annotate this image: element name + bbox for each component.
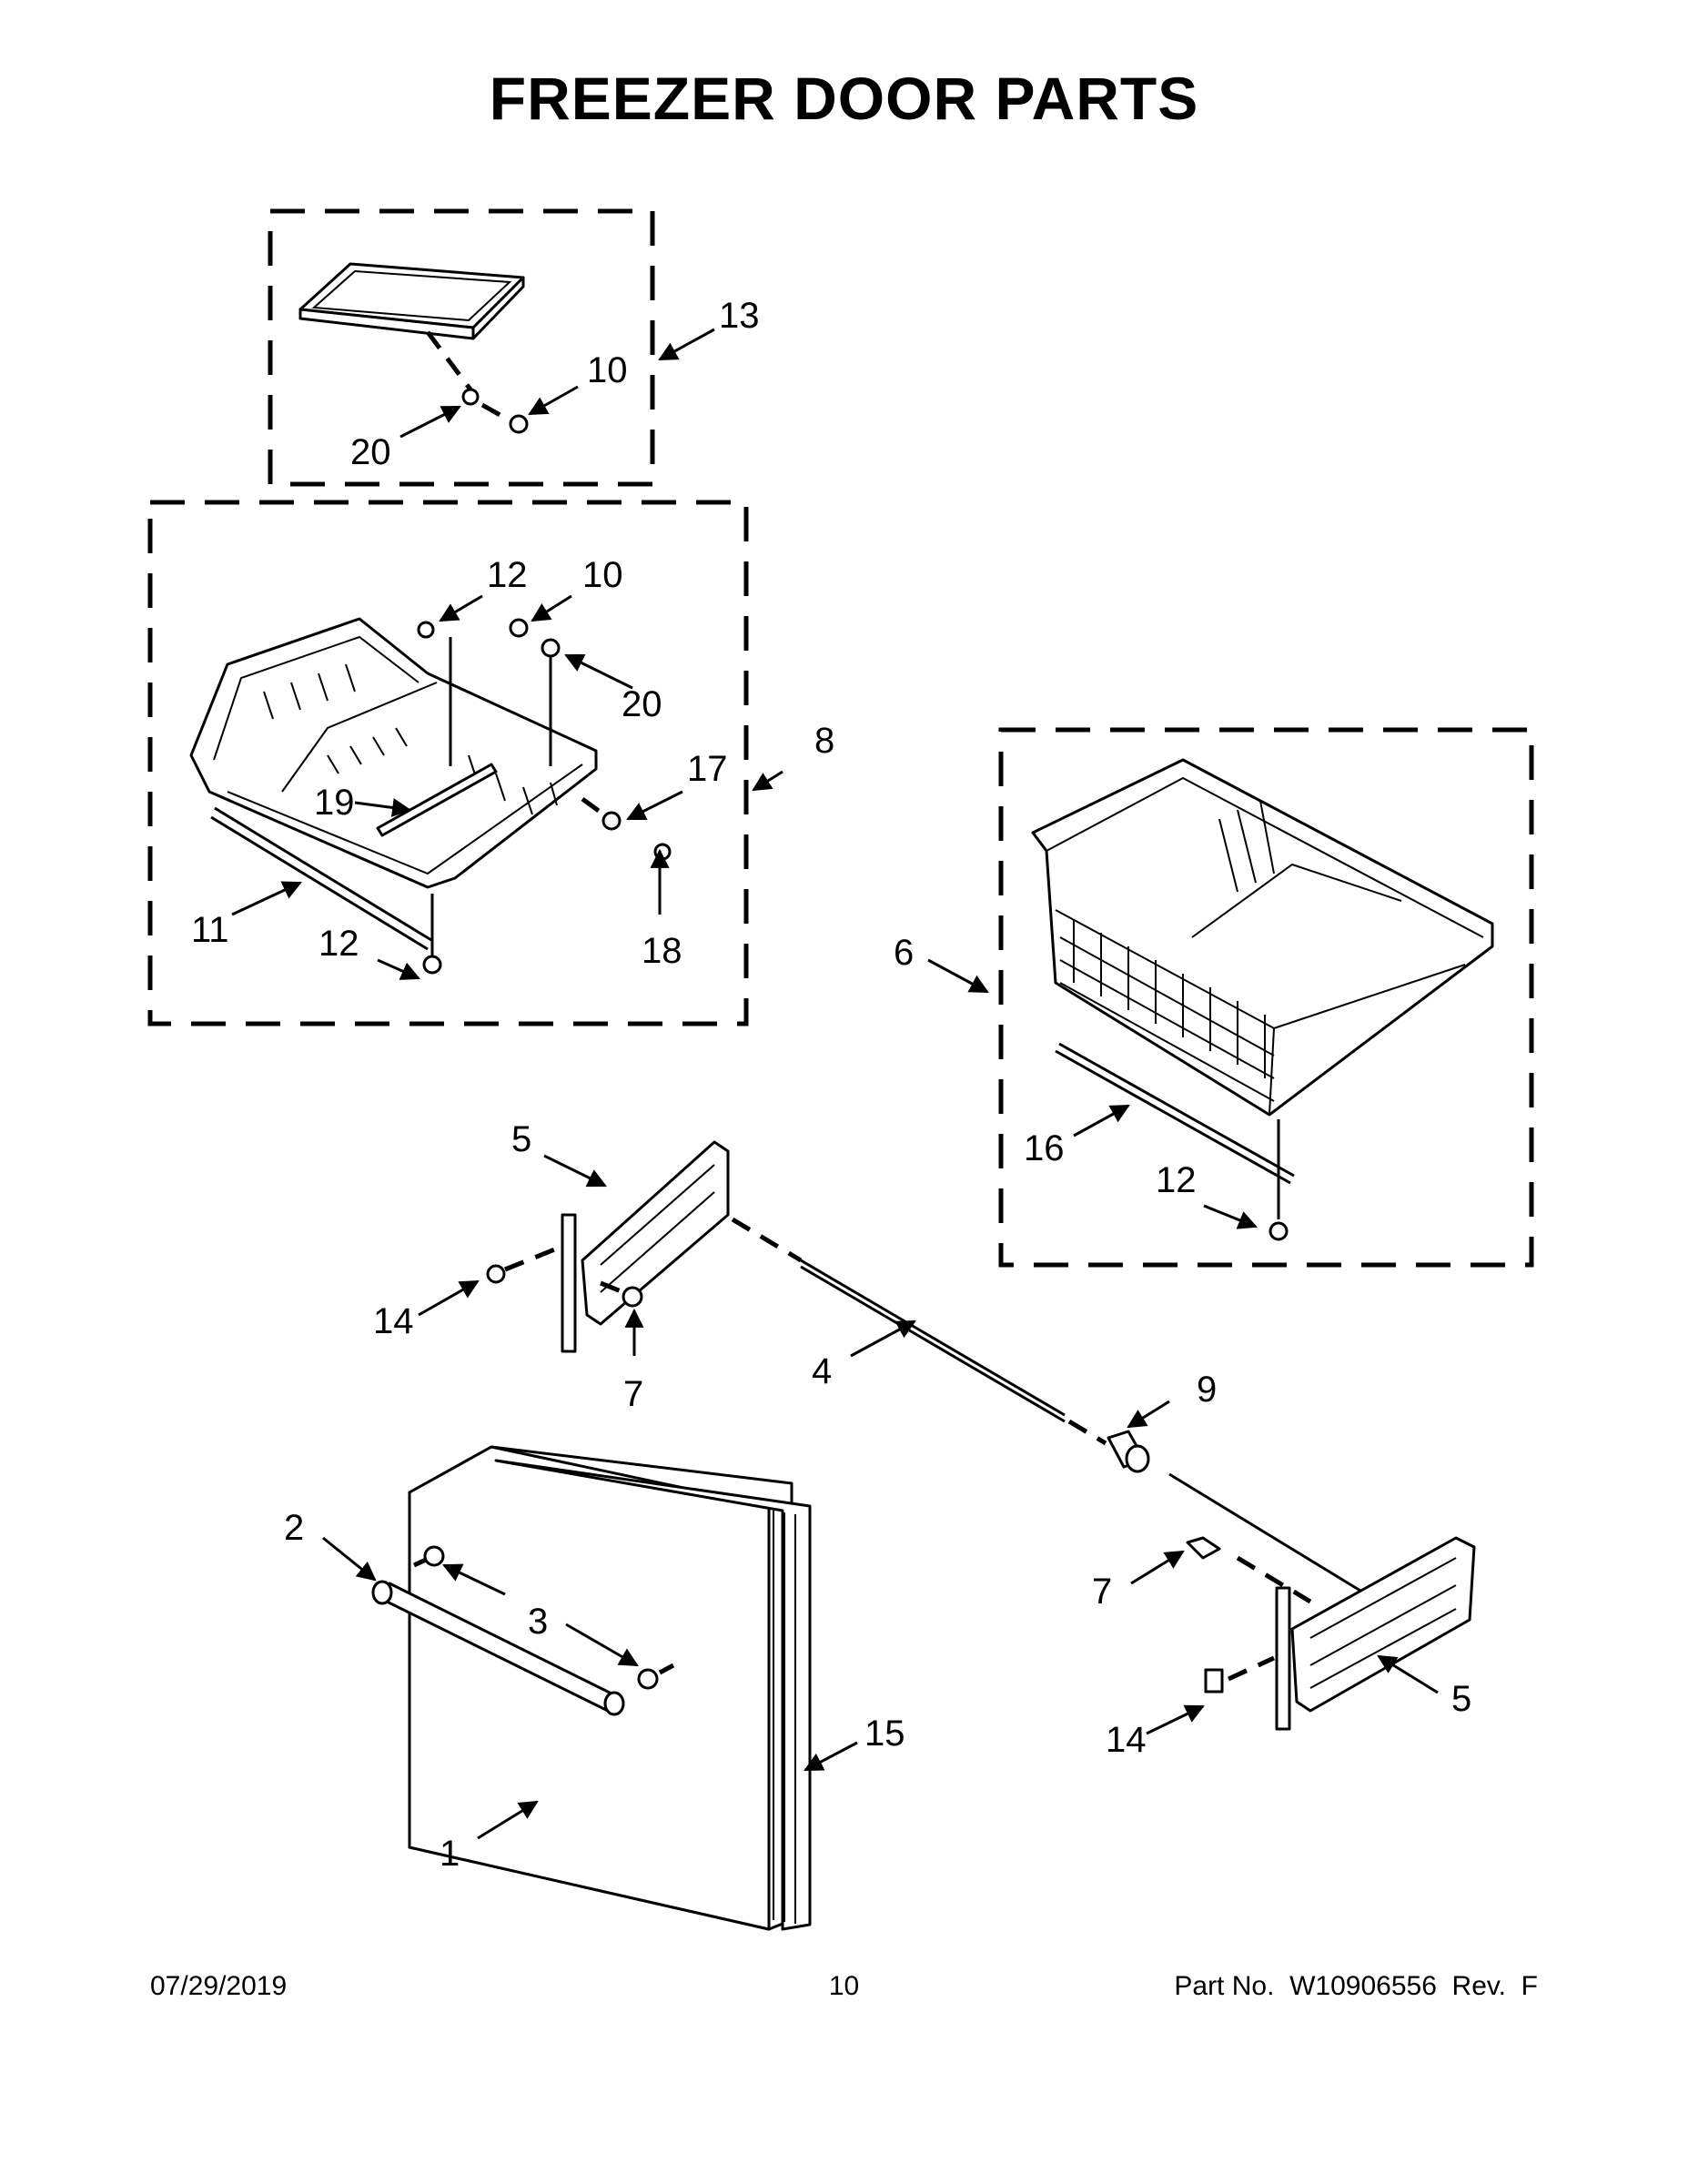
callout-19: 19 bbox=[314, 783, 355, 823]
callout-12: 12 bbox=[318, 924, 359, 964]
upper-basket-part bbox=[189, 617, 672, 975]
callout-6: 6 bbox=[894, 933, 914, 973]
callout-14: 14 bbox=[1106, 1720, 1147, 1760]
assembly-box-6 bbox=[998, 727, 1534, 1268]
callout-14: 14 bbox=[373, 1301, 414, 1341]
callout-5: 5 bbox=[511, 1119, 531, 1159]
right-hinge-part bbox=[1186, 1536, 1476, 1731]
callout-11: 11 bbox=[191, 910, 229, 950]
callout-2: 2 bbox=[284, 1508, 304, 1548]
callout-20: 20 bbox=[622, 684, 662, 724]
callout-13: 13 bbox=[719, 296, 760, 336]
callout-9: 9 bbox=[1197, 1370, 1217, 1410]
rod-link-left bbox=[731, 1217, 803, 1263]
callout-4: 4 bbox=[812, 1351, 832, 1391]
callout-7: 7 bbox=[623, 1374, 643, 1414]
door-part bbox=[371, 1445, 812, 1931]
footer-date: 07/29/2019 bbox=[150, 1971, 288, 2001]
callout-15: 15 bbox=[864, 1714, 905, 1754]
callout-16: 16 bbox=[1024, 1128, 1065, 1168]
callout-18: 18 bbox=[642, 931, 682, 971]
page-title: FREEZER DOOR PARTS bbox=[489, 65, 1199, 132]
assembly-box-8 bbox=[147, 500, 749, 1026]
callout-1: 1 bbox=[440, 1834, 460, 1874]
callout-labels: 13 10 20 12 10 20 8 17 19 11 12 18 6 16 … bbox=[191, 296, 1471, 1874]
left-hinge-part bbox=[486, 1140, 730, 1353]
rod-link-right bbox=[1067, 1419, 1107, 1446]
assembly-box-13 bbox=[268, 208, 655, 487]
callout-12: 12 bbox=[1156, 1160, 1197, 1200]
callout-20: 20 bbox=[350, 432, 391, 472]
rod-part bbox=[800, 1259, 1066, 1417]
callout-12: 12 bbox=[487, 555, 528, 595]
callout-5: 5 bbox=[1451, 1679, 1471, 1719]
lower-basket-part bbox=[1031, 758, 1494, 1241]
bushing-part bbox=[1107, 1430, 1150, 1473]
callout-10: 10 bbox=[582, 555, 623, 595]
shelf-part bbox=[298, 262, 529, 434]
callout-17: 17 bbox=[687, 749, 728, 789]
callout-10: 10 bbox=[587, 350, 628, 390]
footer-page-number: 10 bbox=[828, 1971, 860, 2001]
leader-lines bbox=[231, 328, 1439, 1840]
callout-3: 3 bbox=[528, 1602, 548, 1642]
callout-7: 7 bbox=[1092, 1572, 1112, 1612]
callout-8: 8 bbox=[814, 721, 834, 761]
footer-part-number: Part No. W10906556 Rev. F bbox=[1174, 1971, 1538, 2001]
